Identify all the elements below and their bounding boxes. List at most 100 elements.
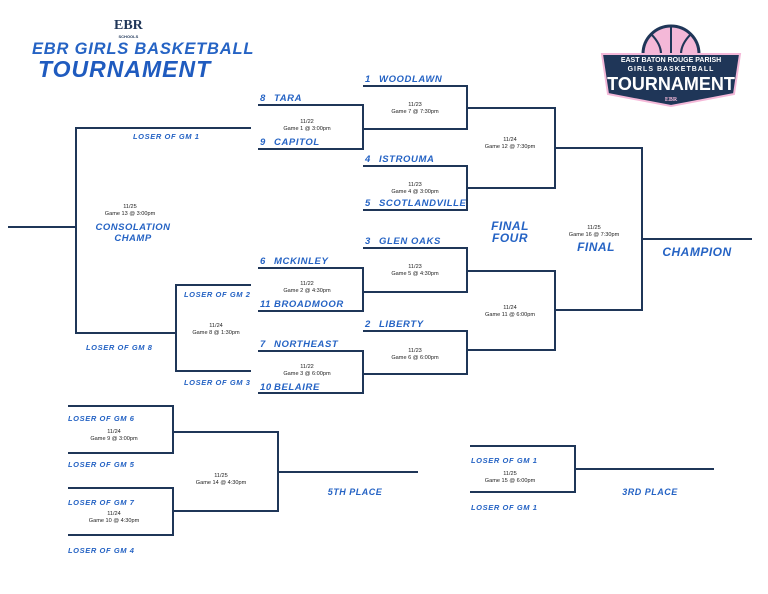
game-time: Game 16 @ 7:30pm [568, 232, 620, 238]
seed: 2 [365, 319, 371, 330]
seed: 10 [260, 382, 272, 393]
badge-line1: EAST BATON ROUGE PARISH [621, 57, 721, 64]
bracket-line-g13 [75, 127, 251, 334]
game-date: 11/24 [503, 137, 517, 143]
team-name: NORTHEAST [274, 339, 339, 350]
team-name: CAPITOL [274, 137, 320, 148]
loser-gm6-label: LOSER OF GM 6 [68, 414, 135, 423]
team-name: TARA [274, 93, 303, 104]
bracket-line-g6 [363, 330, 468, 375]
game-time: Game 9 @ 3:00pm [90, 436, 138, 442]
seed: 9 [260, 137, 266, 148]
logo-text: EBR [114, 18, 143, 33]
consolation-line2: CHAMP [114, 233, 152, 244]
team-slot: 8 TARA [260, 93, 302, 104]
game-date: 11/24 [107, 429, 121, 435]
bracket-line-g15 [470, 445, 576, 493]
game-date: 11/22 [300, 364, 314, 370]
bracket-line-g9 [68, 405, 174, 454]
seed: 11 [260, 299, 272, 310]
team-slot: 9 CAPITOL [260, 137, 320, 148]
loser-gm8-label: LOSER OF GM 8 [86, 343, 153, 352]
team-name: ISTROUMA [379, 154, 435, 165]
game-date: 11/24 [209, 323, 223, 329]
seed: 7 [260, 339, 266, 350]
game-date: 11/23 [408, 102, 422, 108]
team-slot: 5 SCOTLANDVILLE [365, 198, 467, 209]
logo-sub: SCHOOLS [118, 34, 139, 39]
game-date: 11/24 [503, 305, 517, 311]
game-date: 11/22 [300, 119, 314, 125]
team-name: LIBERTY [379, 319, 424, 330]
title-line1: EBR GIRLS BASKETBALL [32, 40, 255, 58]
game-time: Game 7 @ 7:30pm [391, 109, 439, 115]
seed: 1 [365, 74, 371, 85]
title-line2: TOURNAMENT [38, 56, 212, 82]
team-slot: 1 WOODLAWN [365, 74, 442, 85]
team-name: MCKINLEY [274, 256, 329, 267]
game-date: 11/23 [408, 348, 422, 354]
tournament-badge-logo: EAST BATON ROUGE PARISH GIRLS BASKETBALL… [600, 24, 742, 108]
final-label: FINAL [577, 240, 615, 254]
team-slot: 2 LIBERTY [365, 319, 424, 330]
game-time: Game 14 @ 4:30pm [195, 480, 247, 486]
final-four-line1: FINAL [491, 219, 529, 233]
game-time: Game 2 @ 4:30pm [283, 288, 331, 294]
team-name: BELAIRE [274, 382, 320, 393]
team-name: SCOTLANDVILLE [379, 198, 467, 209]
loser-gm3-label: LOSER OF GM 3 [184, 378, 251, 387]
game-date: 11/23 [408, 264, 422, 270]
bracket-line-g2 [258, 267, 364, 312]
bracket-line-g3 [258, 350, 364, 394]
game-time: Game 6 @ 6:00pm [391, 355, 439, 361]
seed: 8 [260, 93, 266, 104]
team-slot: 7 NORTHEAST [260, 339, 338, 350]
seed: 5 [365, 198, 371, 209]
game-date: 11/25 [503, 471, 517, 477]
bracket-line-g8 [175, 284, 251, 372]
game-time: Game 15 @ 6:00pm [484, 478, 536, 484]
game-time: Game 13 @ 3:00pm [104, 211, 156, 217]
team-name: WOODLAWN [379, 74, 443, 85]
final-four-line2: FOUR [491, 231, 528, 245]
team-name: BROADMOOR [274, 299, 344, 310]
fifth-place-label: 5TH PLACE [327, 487, 383, 497]
game-date: 11/25 [123, 204, 137, 210]
game-time: Game 3 @ 6:00pm [283, 371, 331, 377]
game-time: Game 1 @ 3:00pm [283, 126, 331, 132]
bracket-line-g1 [258, 104, 364, 150]
consolation-line1: CONSOLATION [95, 222, 171, 233]
badge-line2: GIRLS BASKETBALL [628, 66, 715, 73]
loser-gm4-label: LOSER OF GM 4 [68, 546, 135, 555]
loser-gm5-label: LOSER OF GM 5 [68, 460, 135, 469]
game-date: 11/23 [408, 182, 422, 188]
badge-line3: TOURNAMENT [607, 74, 735, 94]
champion-label: CHAMPION [662, 245, 732, 259]
game-time: Game 11 @ 6:00pm [484, 312, 536, 318]
game-date: 11/22 [300, 281, 314, 287]
game-time: Game 5 @ 4:30pm [391, 271, 439, 277]
loser-gm7-label: LOSER OF GM 7 [68, 498, 135, 507]
loser-gm1-label: LOSER OF GM 1 [133, 132, 200, 141]
bracket-line-g14 [173, 431, 279, 512]
